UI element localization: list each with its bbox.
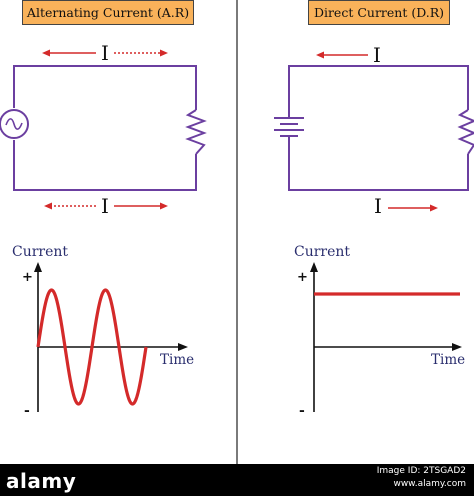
watermark-logo: alamy	[6, 469, 77, 493]
ac-source-icon	[0, 109, 29, 139]
ac-title: Alternating Current (A.R)	[26, 5, 190, 20]
dc-graph-xlabel: Time	[431, 352, 465, 368]
ac-current-label-top: I	[101, 41, 109, 65]
dc-wire-bottom	[288, 136, 469, 191]
dc-wire-top	[288, 65, 469, 118]
arrowhead-up-icon	[310, 262, 318, 272]
ac-sine-wave	[36, 288, 148, 406]
arrowhead-right-icon	[452, 343, 462, 351]
arrowhead-left-icon	[44, 202, 52, 210]
ac-current-label-bottom: I	[101, 194, 109, 218]
ac-graph: Current Time + -	[12, 244, 194, 419]
image-id-text: Image ID: 2TSGAD2	[376, 466, 466, 476]
ac-title-box: Alternating Current (A.R)	[22, 0, 194, 25]
ac-plus-label: +	[22, 270, 33, 285]
dc-title-box: Direct Current (D.R)	[308, 0, 450, 25]
arrowhead-right-icon	[178, 343, 188, 351]
arrowhead-right-icon	[160, 202, 168, 210]
arrowhead-right-icon	[430, 204, 438, 212]
site-url-text: www.alamy.com	[393, 479, 466, 489]
arrowhead-left-icon	[316, 51, 324, 59]
arrowhead-right-icon	[160, 49, 168, 57]
ac-minus-label: -	[24, 403, 30, 419]
dc-current-label-top: I	[373, 43, 381, 67]
dc-minus-label: -	[299, 403, 305, 419]
dc-current-label-bottom: I	[374, 194, 382, 218]
watermark-footer: alamy Image ID: 2TSGAD2 www.alamy.com	[0, 464, 474, 496]
ac-graph-ylabel: Current	[12, 244, 68, 260]
battery-icon	[274, 117, 304, 137]
arrowhead-left-icon	[42, 49, 50, 57]
ac-wire-top	[13, 65, 197, 110]
ac-graph-xlabel: Time	[160, 352, 194, 368]
ac-top-arrows	[42, 49, 168, 57]
dc-circuit	[288, 65, 474, 191]
dc-title: Direct Current (D.R)	[313, 5, 445, 20]
dc-graph: Current Time + -	[294, 244, 465, 419]
dc-resistor	[457, 109, 474, 155]
ac-bottom-arrows	[44, 202, 168, 210]
arrowhead-up-icon	[34, 262, 42, 272]
ac-resistor	[185, 109, 207, 155]
ac-wire-bottom	[13, 140, 197, 191]
dc-plus-label: +	[297, 270, 308, 285]
dc-graph-ylabel: Current	[294, 244, 350, 260]
ac-circuit	[13, 65, 207, 191]
